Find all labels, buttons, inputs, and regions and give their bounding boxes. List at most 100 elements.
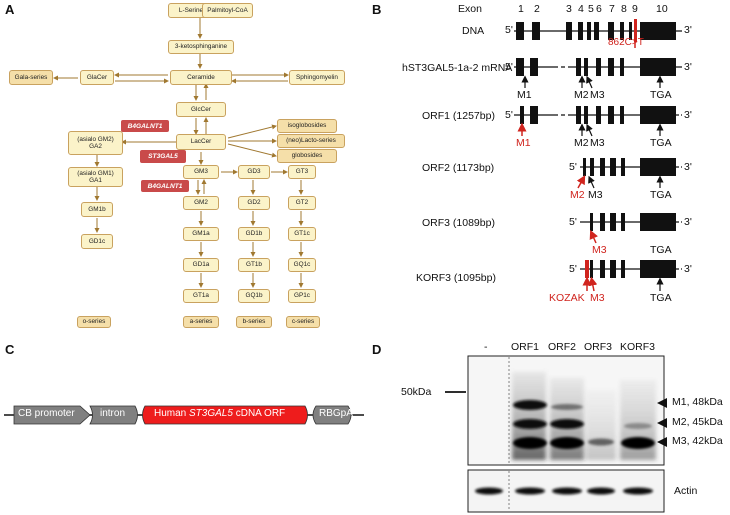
node-globosides: globosides (277, 149, 337, 163)
row-label-mrna: hST3GAL5-1a-2 mRNA (402, 62, 513, 74)
exon-number-9: 9 (632, 3, 638, 15)
mrna-marker-m3: M3 (590, 89, 605, 101)
lane-label-orf3: ORF3 (584, 341, 613, 353)
node-gala-series: Gala-series (9, 70, 53, 85)
dna-5prime: 5' (505, 24, 513, 36)
panel-a-label: A (5, 2, 15, 17)
actin-label: Actin (674, 485, 698, 497)
band-label-m3: M3, 42kDa (672, 435, 723, 447)
node-isoglobosides: isoglobosides (277, 119, 337, 133)
mrna-marker-m2: M2 (574, 89, 589, 101)
node-gd1c: GD1c (81, 234, 113, 249)
node-neolacto-series: (neo)Lacto-series (277, 134, 345, 148)
node-gt3: GT3 (288, 165, 316, 179)
ga2-alias: (asialo GM2) (77, 135, 114, 143)
construct-rbgpa: RBGpA (319, 408, 353, 419)
exon-number-3: 3 (566, 3, 572, 15)
lane-label-orf1: ORF1 (511, 341, 540, 353)
mutation-label: 862C>T (608, 37, 644, 48)
construct-diagram (4, 405, 364, 425)
enzyme-st3gal5: ST3GAL5 (140, 150, 186, 163)
construct-orf-prefix: Human (154, 408, 190, 419)
exon-number-5: 5 (588, 3, 594, 15)
orf1-3prime: 3' (684, 109, 692, 121)
korf3-5prime: 5' (569, 263, 577, 275)
gene-structure-diagram (514, 19, 682, 292)
row-label-dna: DNA (462, 25, 485, 37)
exon-number-8: 8 (621, 3, 627, 15)
row-label-orf1: ORF1 (1257bp) (422, 110, 495, 122)
ga2-name: GA2 (89, 143, 102, 150)
orf3-marker-m3: M3 (592, 244, 607, 256)
node-gq1c: GQ1c (288, 258, 316, 272)
exon-number-10: 10 (656, 3, 668, 15)
mrna-5prime: 5' (505, 61, 513, 73)
orf2-marker-m2: M2 (570, 189, 585, 201)
node-ga1: (asialo GM1) GA1 (68, 167, 123, 187)
orf1-marker-m3: M3 (590, 137, 605, 149)
panel-b-label: B (372, 2, 382, 17)
construct-intron: intron (100, 408, 126, 419)
band-label-m2: M2, 45kDa (672, 416, 723, 428)
node-gt1c: GT1c (288, 227, 316, 241)
node-gt2: GT2 (288, 196, 316, 210)
construct-orf-suffix: cDNA ORF (232, 408, 286, 419)
node-gd1b: GD1b (238, 227, 270, 241)
label-o-series: o-series (77, 316, 111, 328)
exon-number-1: 1 (518, 3, 524, 15)
pathway-arrows (53, 9, 304, 288)
node-glccer: GlcCer (176, 102, 226, 117)
orf2-marker-tga: TGA (650, 189, 672, 201)
node-gm1b: GM1b (81, 202, 113, 217)
orf1-marker-m2: M2 (574, 137, 589, 149)
node-gq1b: GQ1b (238, 289, 270, 303)
panel-c-label: C (5, 342, 15, 357)
ga1-name: GA1 (89, 177, 102, 184)
orf3-5prime: 5' (569, 216, 577, 228)
marker-50kda: 50kDa (401, 386, 432, 398)
node-ketosphinganine: 3-ketosphinganine (168, 40, 234, 54)
node-ga2: (asialo GM2) GA2 (68, 131, 123, 155)
dna-3prime: 3' (684, 24, 692, 36)
lane-label-korf3: KORF3 (620, 341, 656, 353)
band-label-m1: M1, 48kDa (672, 396, 723, 408)
node-gt1a: GT1a (183, 289, 219, 303)
korf3-marker-kozak: KOZAK (549, 292, 585, 304)
orf3-3prime: 3' (684, 216, 692, 228)
node-gd2: GD2 (238, 196, 270, 210)
node-gd3: GD3 (238, 165, 270, 179)
mrna-marker-tga: TGA (650, 89, 672, 101)
korf3-3prime: 3' (684, 263, 692, 275)
orf1-5prime: 5' (505, 109, 513, 121)
ga1-alias: (asialo GM1) (77, 169, 114, 177)
node-gm1a: GM1a (183, 227, 219, 241)
construct-orf-gene: ST3GAL5 (189, 408, 233, 419)
exon-number-4: 4 (578, 3, 584, 15)
node-gp1c: GP1c (288, 289, 316, 303)
enzyme-b4galnt1-bottom: B4GALNT1 (141, 180, 189, 192)
label-a-series: a-series (183, 316, 219, 328)
exon-number-7: 7 (609, 3, 615, 15)
enzyme-b4galnt1-top: B4GALNT1 (121, 120, 169, 132)
construct-orf: Human ST3GAL5 cDNA ORF (154, 408, 285, 419)
node-gt1b: GT1b (238, 258, 270, 272)
label-c-series: c-series (286, 316, 320, 328)
exon-number-2: 2 (534, 3, 540, 15)
node-ceramide: Ceramide (170, 70, 232, 85)
node-sphingomyelin: Sphingomyelin (289, 70, 345, 85)
row-label-orf2: ORF2 (1173bp) (422, 162, 495, 174)
node-gm3: GM3 (183, 165, 219, 179)
orf2-marker-m3: M3 (588, 189, 603, 201)
node-palmitoyl-coa: Palmitoyl-CoA (202, 3, 253, 18)
row-label-korf3: KORF3 (1095bp) (416, 272, 496, 284)
panel-d-label: D (372, 342, 382, 357)
construct-cb-promoter: CB promoter (18, 408, 75, 419)
node-laccer: LacCer (176, 134, 226, 150)
lane-label-empty: - (484, 341, 488, 353)
orf3-marker-tga: TGA (650, 244, 672, 256)
label-b-series: b-series (236, 316, 272, 328)
korf3-marker-tga: TGA (650, 292, 672, 304)
exon-title: Exon (458, 3, 482, 15)
node-glacer: GlaCer (80, 70, 114, 85)
